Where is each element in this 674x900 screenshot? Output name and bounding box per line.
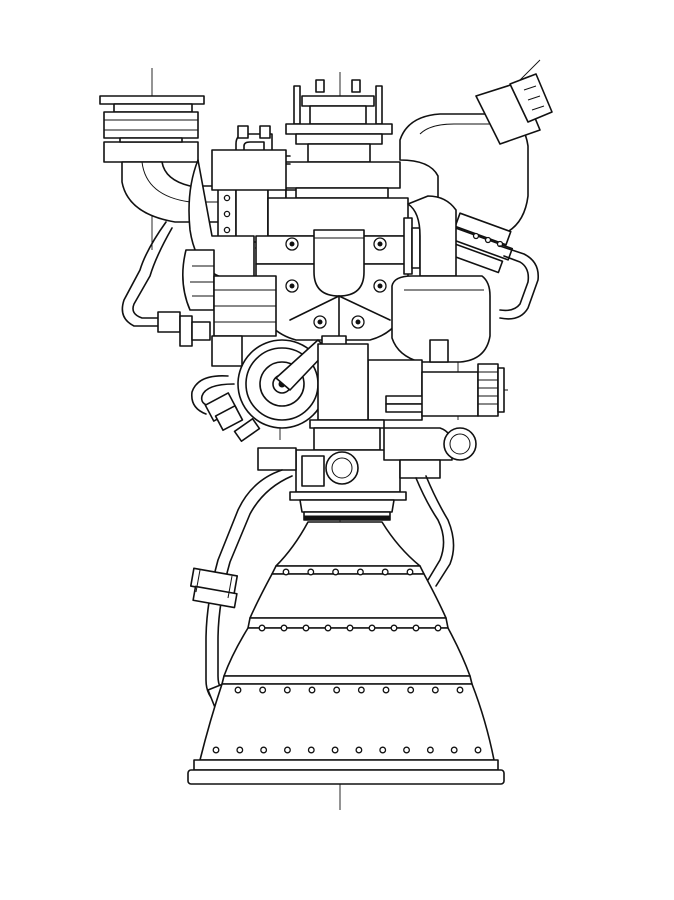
top-valve-stack [283,79,401,199]
nozzle-rivet [234,686,242,694]
intake-flange-assembly [99,95,205,163]
nozzle-rivet [474,746,482,754]
nozzle-rivet [450,746,458,754]
combustion-chamber [289,343,407,521]
left-feed-hose [121,221,211,347]
nozzle-rivet [284,746,291,754]
nozzle-rivet [280,624,288,632]
nozzle-rivet [390,624,398,632]
nozzle-rivet [412,624,420,632]
nozzle-rivet [302,624,310,632]
nozzle-rivet [355,746,363,754]
nozzle-rivet [379,746,387,754]
nozzle-rivet [324,624,332,632]
nozzle-rivet [331,746,339,754]
turbopump-housing [182,149,287,311]
nozzle-rivet [368,624,376,632]
nozzle-rivet [258,624,266,632]
nozzle-rivet [282,568,290,576]
nozzle-rivet [356,568,364,576]
nozzle-rivet [357,686,365,694]
nozzle-rivets [212,568,482,754]
nozzle-rivet [308,686,316,694]
upper-small-tube [235,125,291,183]
nozzle-rivet [434,624,442,632]
nozzle-rivet [456,686,464,694]
right-chamber-pipe [415,475,455,587]
chamber-right-fittings [383,427,477,479]
nozzle-rivet [333,686,341,694]
left-elbow-fittings [190,375,261,443]
injector-dome [255,197,421,341]
nozzle-rivet [307,568,315,576]
nozzle-rivet [431,686,439,694]
nozzle-rivet [236,746,244,754]
nozzle-rivet [259,686,267,694]
turbopump-wheel [211,275,347,429]
nozzle-rivet [307,746,315,754]
nozzle-bell [187,521,505,785]
nozzle-rivet [212,746,220,754]
nozzle-rivet [426,746,434,754]
nozzle-rivet [381,568,389,576]
right-valve-block [367,359,505,421]
nozzle-rivet [382,686,390,694]
nozzle-rivet [332,568,340,576]
nozzle-rivet [407,686,415,694]
nozzle-rivet [346,624,354,632]
nozzle-rivet [406,568,414,576]
nozzle-rivet [260,746,268,754]
nozzle-rivet [403,746,410,754]
right-duct-assembly [399,73,553,320]
nozzle-rivet [283,686,291,694]
right-lower-tank [391,275,491,363]
